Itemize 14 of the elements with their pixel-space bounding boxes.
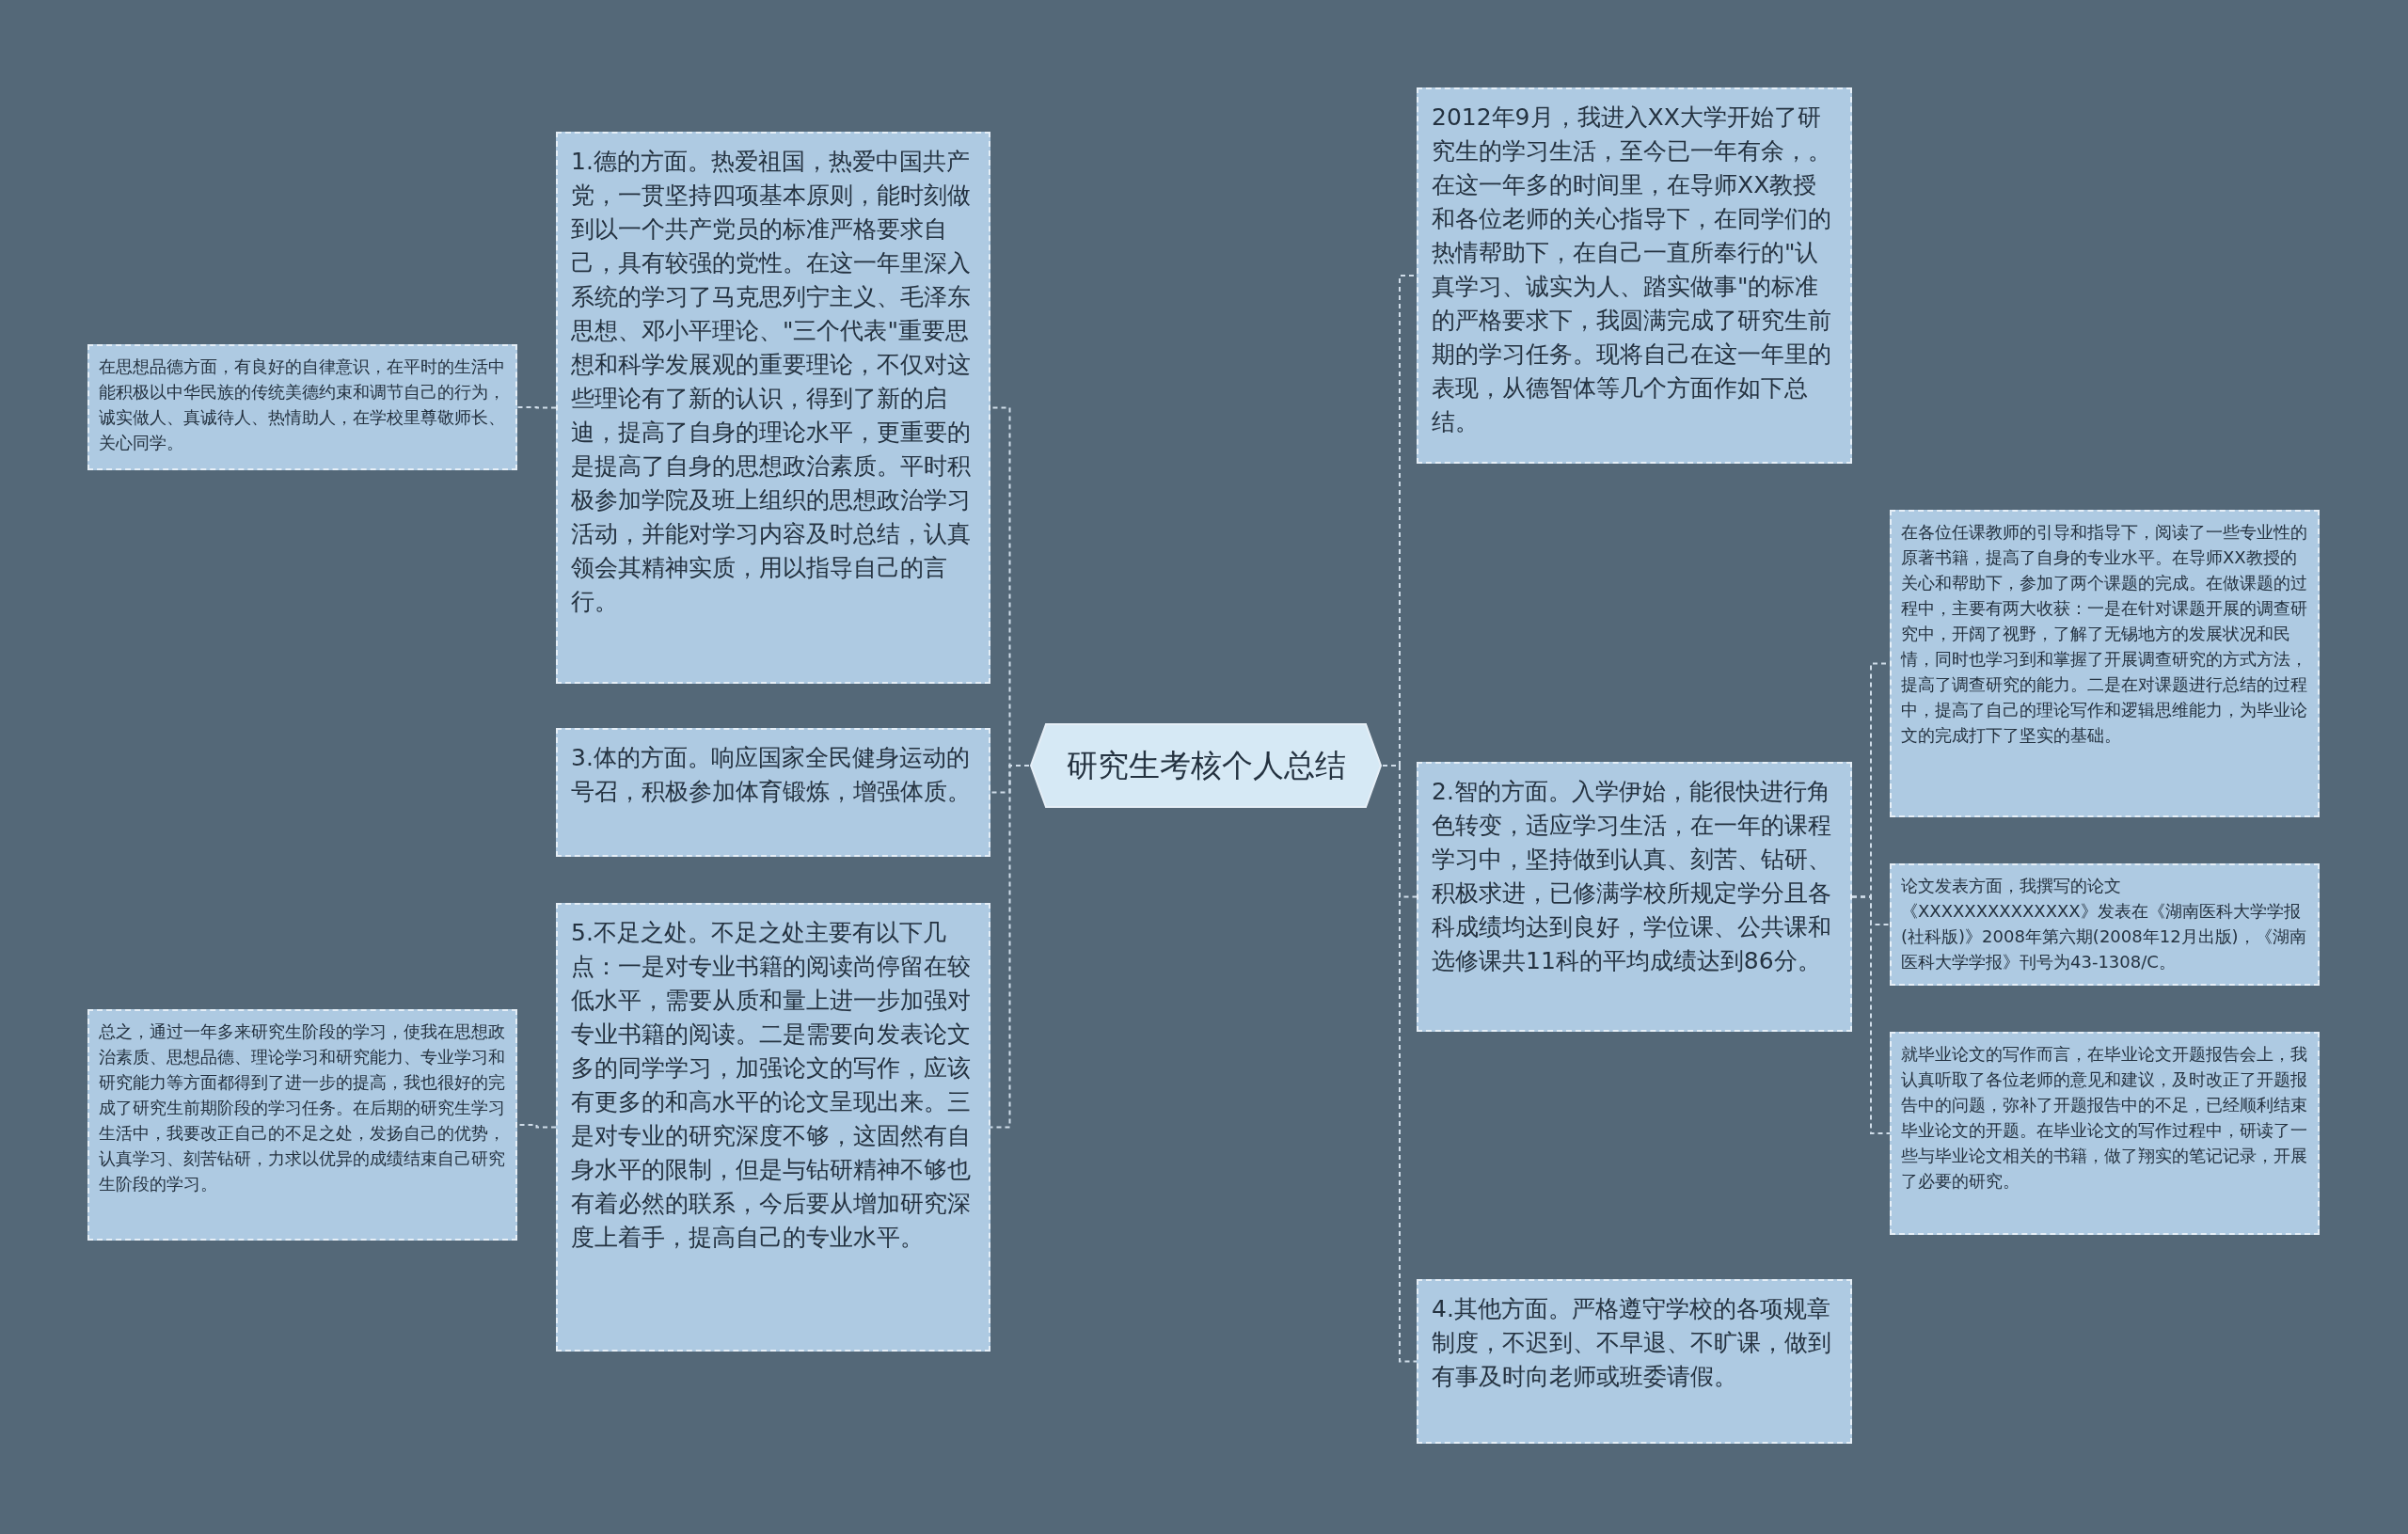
text-box: 2.智的方面。入学伊始，能很快进行角色转变，适应学习生活，在一年的课程学习中，坚持做到认真、刻苦、钻研、积极求进，已修满学校所规定学分且各科成绩均达到良好，学位课、公共课和选修课共11科的平均成绩达到86分。 xyxy=(1417,762,1852,1032)
connector xyxy=(1851,895,1891,1134)
text-box: 2012年9月，我进入XX大学开始了研究生的学习生活，至今已一年有余，。在这一年多的时间里，在导师XX教授和各位老师的关心指导下，在同学们的热情帮助下，在自己一直所奉行的"认真学习、诚实为人、踏实做事"的标准的严格要求下，我圆满完成了研究生前期的学习任务。现将自己在这一年里的表现，从德智体等几个方面作如下总结。 xyxy=(1417,87,1852,464)
text-box: 3.体的方面。响应国家全民健身运动的号召，积极参加体育锻炼，增强体质。 xyxy=(556,728,990,857)
text-box: 4.其他方面。严格遵守学校的各项规章制度，不迟到、不早退、不旷课，做到有事及时向老师或班委请假。 xyxy=(1417,1279,1852,1444)
text-box: 总之，通过一年多来研究生阶段的学习，使我在思想政治素质、思想品德、理论学习和研究能力、专业学习和研究能力等方面都得到了进一步的提高，我也很好的完成了研究生前期阶段的学习任务。在后期的研究生学习生活中，我要改正自己的不足之处，发扬自己的优势，认真学习、刻苦钻研，力求以优异的成绩结束自己研究生阶段的学习。 xyxy=(87,1009,517,1241)
topic-hexagon: 研究生考核个人总结 xyxy=(1029,722,1383,809)
text-box: 在各位任课教师的引导和指导下，阅读了一些专业性的原著书籍，提高了自身的专业水平。在导师XX教授的关心和帮助下，参加了两个课题的完成。在做课题的过程中，主要有两大收获：一是在针对课题开展的调查研究中，开阔了视野，了解了无锡地方的发展状况和民情，同时也学习到和掌握了开展调查研究的方式方法，提高了调查研究的能力。二是在对课题进行总结的过程中，提高了自己的理论写作和逻辑思维能力，为毕业论文的完成打下了坚实的基础。 xyxy=(1890,510,2320,817)
text-box: 1.德的方面。热爱祖国，热爱中国共产党，一贯坚持四项基本原则，能时刻做到以一个共产党员的标准严格要求自己，具有较强的党性。在这一年里深入系统的学习了马克思列宁主义、毛泽东思想、邓小平理论、"三个代表"重要思想和科学发展观的重要理论，不仅对这些理论有了新的认识，得到了新的启迪，提高了自身的理论水平，更重要的是提高了自身的思想政治素质。平时积极参加学院及班上组织的思想政治学习活动，并能对学习内容及时总结，认真领会其精神实质，用以指导自己的言行。 xyxy=(556,132,990,684)
text-box: 5.不足之处。不足之处主要有以下几点：一是对专业书籍的阅读尚停留在较低水平，需要从质和量上进一步加强对专业书籍的阅读。二是需要向发表论文多的同学学习，加强论文的写作，应该有更多的和高水平的论文呈现出来。三是对专业的研究深度不够，这固然有自身水平的限制，但是与钻研精神不够也有着必然的联系，今后要从增加研究深度上着手，提高自己的专业水平。 xyxy=(556,903,990,1352)
text-box: 就毕业论文的写作而言，在毕业论文开题报告会上，我认真听取了各位老师的意见和建议，及时改正了开题报告中的问题，弥补了开题报告中的不足，已经顺利结束毕业论文的开题。在毕业论文的写作过程中，研读了一些与毕业论文相关的书籍，做了翔实的笔记记录，开展了必要的研究。 xyxy=(1890,1032,2320,1235)
connector xyxy=(516,406,557,409)
text-box: 论文发表方面，我撰写的论文《XXXXXXXXXXXXXX》发表在《湖南医科大学学报(社科版)》2008年第六期(2008年12月出版)，《湖南医科大学学报》刊号为43-1308/C。 xyxy=(1890,863,2320,986)
text-box: 在思想品德方面，有良好的自律意识，在平时的生活中能积极以中华民族的传统美德约束和调节自己的行为，诚实做人、真诚待人、热情助人，在学校里尊敬师长、关心同学。 xyxy=(87,344,517,470)
